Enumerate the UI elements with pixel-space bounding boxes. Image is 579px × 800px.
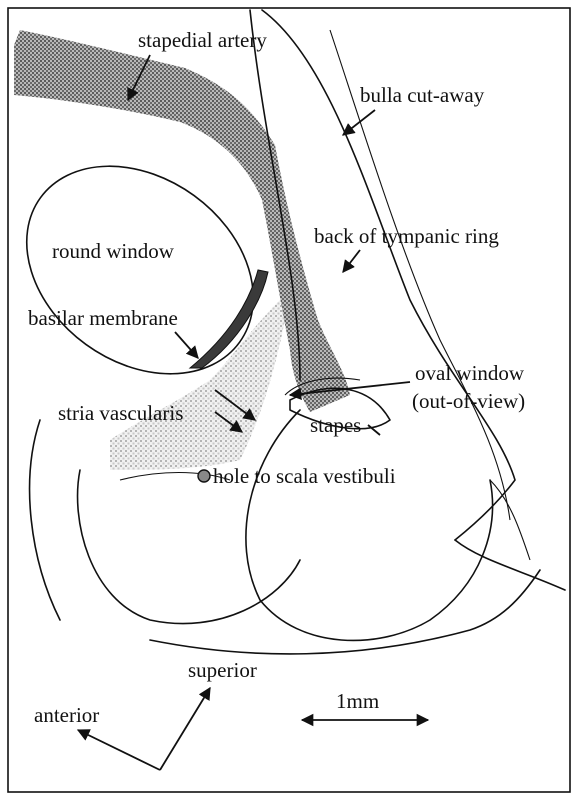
bulla-cut-away-arrow <box>343 110 375 135</box>
label-back-of-tympanic-ring: back of tympanic ring <box>314 224 499 248</box>
label-superior: superior <box>188 658 257 682</box>
cochlea-outline <box>246 410 493 640</box>
label-oval-window: oval window <box>415 361 525 385</box>
label-stapes: stapes <box>310 413 361 437</box>
lower-bone-curve <box>78 470 300 624</box>
hole-to-scala-vestibuli-marker <box>198 470 210 482</box>
label-anterior: anterior <box>34 703 99 727</box>
anterior-axis-arrow <box>78 730 160 770</box>
left-bone-edge <box>30 420 60 620</box>
label-round-window: round window <box>52 239 175 263</box>
label-stapedial-artery: stapedial artery <box>138 28 267 52</box>
superior-axis-arrow <box>160 688 210 770</box>
bottom-outline <box>150 570 540 654</box>
basilar-membrane-arrow <box>175 332 198 358</box>
label-hole-to-scala-vestibuli: hole to scala vestibuli <box>213 464 396 488</box>
tympanic-ring-arrow <box>343 250 360 272</box>
right-contour <box>455 540 565 590</box>
label-out-of-view: (out-of-view) <box>412 389 525 413</box>
label-basilar-membrane: basilar membrane <box>28 306 178 330</box>
label-bulla-cut-away: bulla cut-away <box>360 83 485 107</box>
label-scale: 1mm <box>336 689 379 713</box>
label-stria-vascularis: stria vascularis <box>58 401 183 425</box>
